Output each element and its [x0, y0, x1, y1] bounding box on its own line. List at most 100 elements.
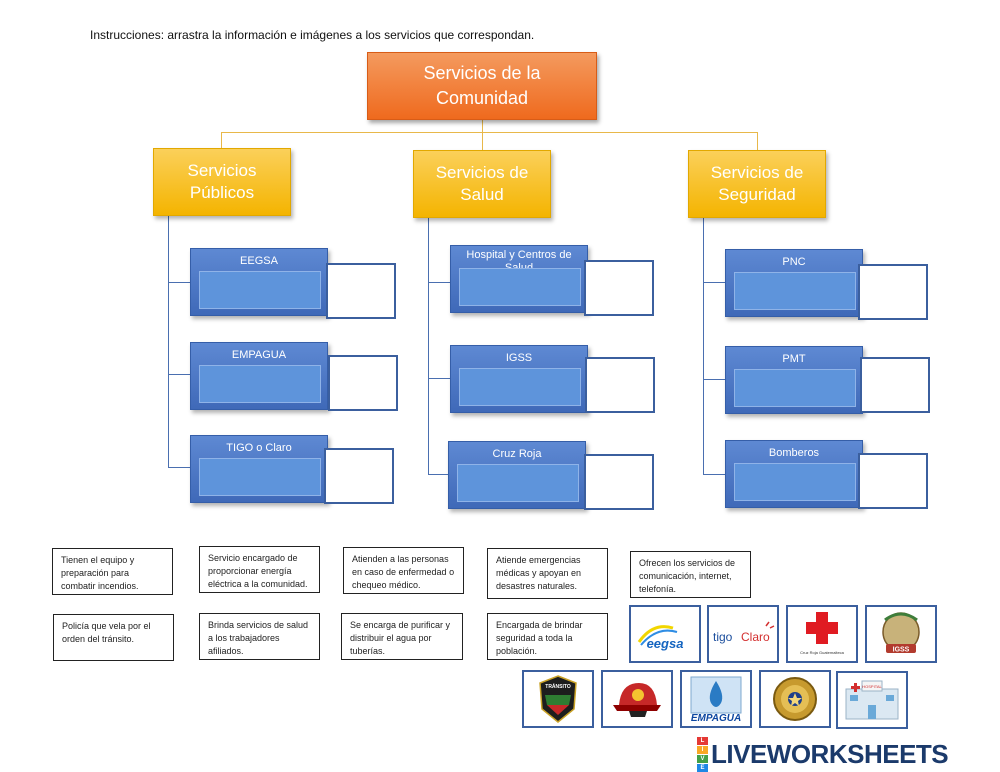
description-drop-zone[interactable] — [734, 369, 856, 407]
description-drop-zone[interactable] — [199, 271, 321, 309]
image-drop-zone[interactable] — [326, 263, 396, 319]
description-drop-zone[interactable] — [734, 272, 856, 310]
branch-publicos-2 — [168, 374, 190, 375]
branch-salud-1 — [428, 282, 450, 283]
service-label: IGSS — [505, 352, 533, 364]
draggable-image-firefighter-helmet[interactable] — [601, 670, 673, 728]
image-drop-zone[interactable] — [858, 264, 928, 320]
draggable-image-cruz-roja[interactable]: Cruz Roja Guatemalteca — [786, 605, 858, 663]
service-igss: IGSS — [450, 345, 588, 413]
image-drop-zone[interactable] — [585, 357, 655, 413]
eegsa-logo-text: eegsa — [647, 636, 684, 651]
category-seguridad: Servicios de Seguridad — [688, 150, 826, 218]
transito-shield-text: TRÁNSITO — [545, 683, 571, 690]
police-badge-icon — [773, 677, 817, 721]
draggable-card[interactable]: Brinda servicios de salud a los trabajad… — [199, 613, 320, 660]
igss-emblem-icon: IGSS — [882, 612, 920, 654]
service-eegsa: EEGSA — [190, 248, 328, 316]
brand-badge: L I V E — [697, 736, 708, 772]
connector-salud — [482, 132, 483, 150]
claro-logo-text: Claro — [741, 630, 770, 644]
tigo-claro-logo-icon: tigo Claro — [713, 621, 775, 644]
draggable-image-tigo-claro[interactable]: tigo Claro — [707, 605, 779, 663]
service-label: EMPAGUA — [231, 349, 287, 361]
image-drop-zone[interactable] — [328, 355, 398, 411]
brand-badge-letter: L — [697, 736, 708, 745]
transito-shield-icon: TRÁNSITO — [539, 675, 577, 723]
description-drop-zone[interactable] — [459, 368, 581, 406]
branch-salud — [428, 218, 429, 474]
draggable-card[interactable]: Encargada de brindar seguridad a toda la… — [487, 613, 608, 660]
instructions-text: Instrucciones: arrastra la información e… — [90, 28, 535, 42]
branch-salud-3 — [428, 474, 450, 475]
brand-badge-letter: I — [697, 745, 708, 754]
service-label: TIGO o Claro — [226, 442, 292, 454]
description-drop-zone[interactable] — [734, 463, 856, 501]
draggable-image-igss[interactable]: IGSS — [865, 605, 937, 663]
empagua-logo-text: EMPAGUA — [691, 713, 741, 724]
image-drop-zone[interactable] — [584, 454, 654, 510]
root-node: Servicios de la Comunidad — [367, 52, 597, 120]
draggable-card[interactable]: Tienen el equipo y preparación para comb… — [52, 548, 173, 595]
description-drop-zone[interactable] — [199, 365, 321, 403]
draggable-card[interactable]: Atienden a las personas en caso de enfer… — [343, 547, 464, 594]
connector-seguridad — [757, 132, 758, 150]
branch-publicos — [168, 216, 169, 468]
hospital-sign-text: HOSPITAL — [862, 684, 882, 689]
connector-publicos — [221, 132, 222, 148]
liveworksheets-logo: L I V E LIVEWORKSHEETS — [697, 736, 949, 772]
connector-horizontal — [221, 132, 758, 133]
category-salud: Servicios de Salud — [413, 150, 551, 218]
eegsa-logo-icon: eegsa — [637, 625, 684, 651]
description-drop-zone[interactable] — [199, 458, 321, 496]
draggable-card[interactable]: Servicio encargado de proporcionar energ… — [199, 546, 320, 593]
connector-root-down — [482, 120, 483, 132]
service-label: Cruz Roja — [492, 448, 542, 460]
draggable-image-empagua[interactable]: EMPAGUA — [680, 670, 752, 728]
description-drop-zone[interactable] — [459, 268, 581, 306]
branch-publicos-3 — [168, 467, 190, 468]
service-label: EEGSA — [240, 255, 278, 267]
draggable-card[interactable]: Se encarga de purificar y distribuir el … — [341, 613, 463, 660]
branch-salud-2 — [428, 378, 450, 379]
red-cross-icon: Cruz Roja Guatemalteca — [800, 612, 845, 655]
draggable-card[interactable]: Ofrecen los servicios de comunicación, i… — [630, 551, 751, 598]
draggable-image-eegsa[interactable]: eegsa — [629, 605, 701, 663]
service-label: Bomberos — [768, 447, 820, 459]
category-label: Servicios de Seguridad — [710, 163, 804, 204]
draggable-image-transito[interactable]: TRÁNSITO — [522, 670, 594, 728]
service-label: PMT — [782, 353, 806, 365]
description-drop-zone[interactable] — [457, 464, 579, 502]
hospital-building-icon: HOSPITAL — [845, 680, 899, 720]
branch-seguridad-1 — [703, 282, 725, 283]
tigo-logo-text: tigo — [713, 630, 733, 644]
brand-text: LIVEWORKSHEETS — [711, 738, 949, 769]
service-hospital: Hospital y Centros de Salud — [450, 245, 588, 313]
service-pmt: PMT — [725, 346, 863, 414]
image-drop-zone[interactable] — [324, 448, 394, 504]
service-pnc: PNC — [725, 249, 863, 317]
category-publicos: Servicios Públicos — [153, 148, 291, 216]
category-label: Servicios de Salud — [435, 163, 529, 204]
service-bomberos: Bomberos — [725, 440, 863, 508]
image-drop-zone[interactable] — [584, 260, 654, 316]
branch-publicos-1 — [168, 282, 190, 283]
root-label: Servicios de la Comunidad — [423, 63, 541, 108]
image-drop-zone[interactable] — [860, 357, 930, 413]
draggable-image-hospital[interactable]: HOSPITAL — [836, 671, 908, 729]
service-empagua: EMPAGUA — [190, 342, 328, 410]
igss-emblem-text: IGSS — [893, 647, 910, 654]
draggable-card[interactable]: Atiende emergencias médicas y apoyan en … — [487, 548, 608, 599]
image-drop-zone[interactable] — [858, 453, 928, 509]
service-cruz-roja: Cruz Roja — [448, 441, 586, 509]
draggable-card[interactable]: Policía que vela por el orden del tránsi… — [53, 614, 174, 661]
firefighter-helmet-icon — [613, 683, 661, 717]
category-label: Servicios Públicos — [187, 161, 257, 202]
brand-badge-letter: E — [697, 763, 708, 772]
branch-seguridad-3 — [703, 474, 725, 475]
empagua-logo-icon: EMPAGUA — [690, 676, 742, 724]
service-tigo-claro: TIGO o Claro — [190, 435, 328, 503]
branch-seguridad — [703, 218, 704, 474]
brand-badge-letter: V — [697, 754, 708, 763]
draggable-image-pnc-badge[interactable] — [759, 670, 831, 728]
